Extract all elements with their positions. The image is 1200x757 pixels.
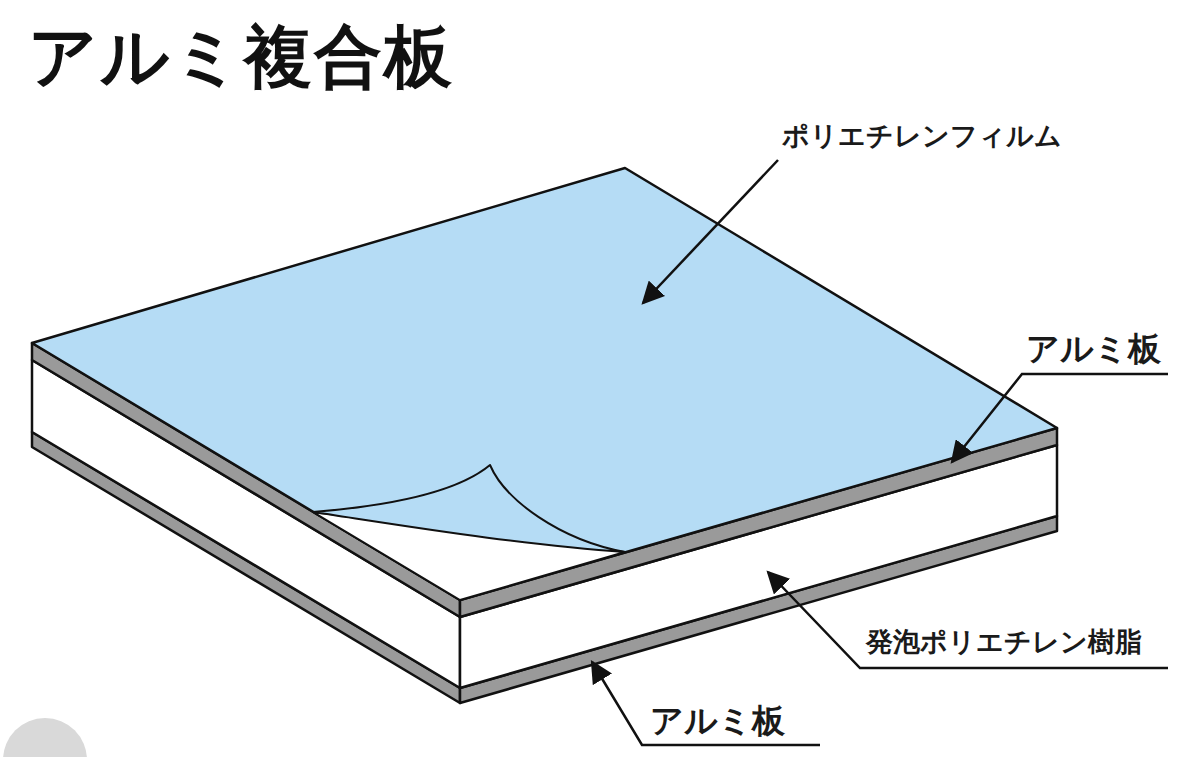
- film-label: ポリエチレンフィルム: [782, 120, 1062, 151]
- composite-panel: [32, 168, 1057, 703]
- corner-icon: [3, 718, 87, 757]
- top-aluminum-label: アルミ板: [1026, 330, 1161, 368]
- bottom-aluminum-label: アルミ板: [650, 702, 785, 740]
- foam-core-label: 発泡ポリエチレン樹脂: [866, 626, 1142, 657]
- diagram-title: アルミ複合板: [28, 18, 454, 96]
- leader-lines: [592, 160, 1168, 745]
